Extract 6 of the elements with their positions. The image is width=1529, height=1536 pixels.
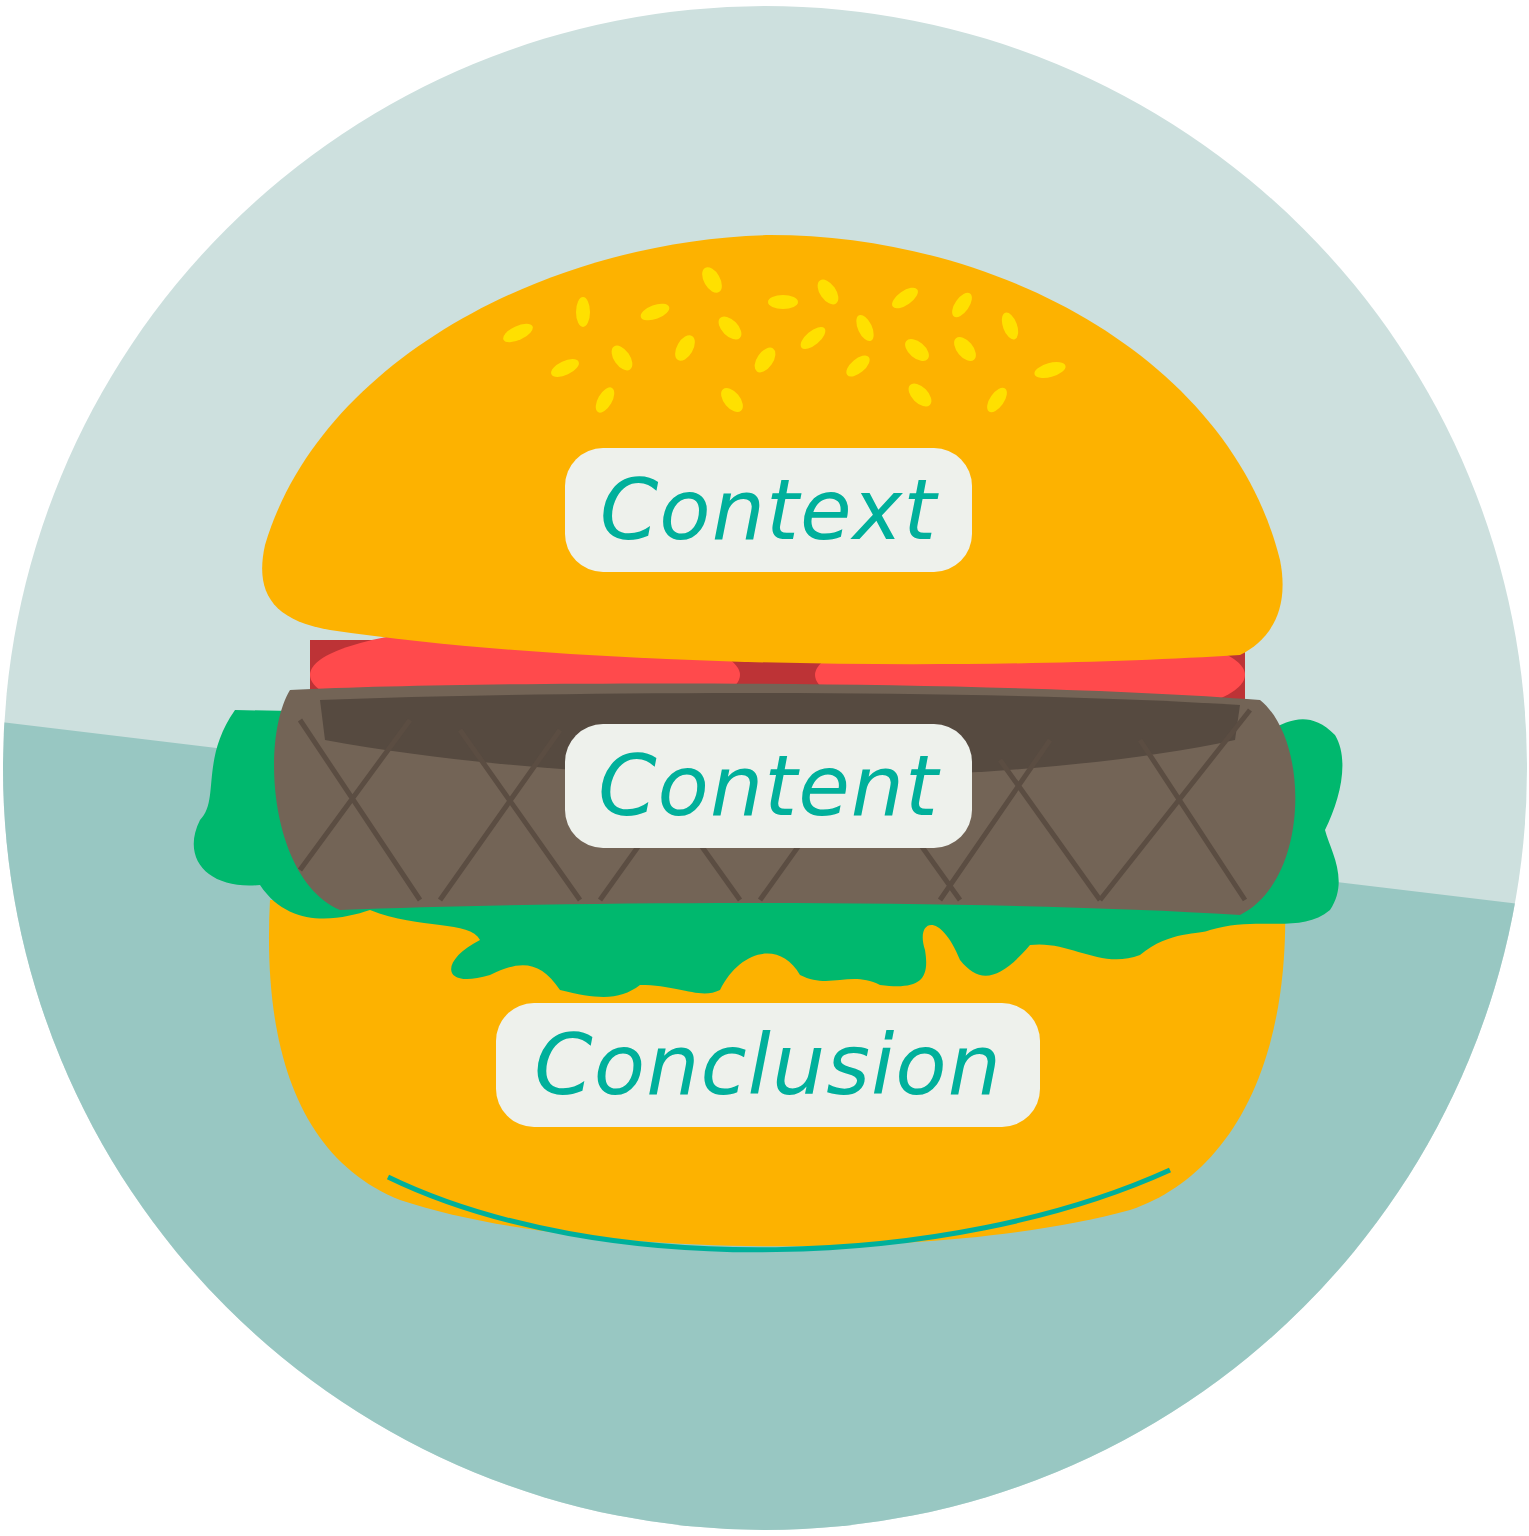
section-label: Content [597, 737, 940, 835]
label-box [565, 448, 972, 572]
label-box [496, 1003, 1040, 1127]
section-label: Conclusion [534, 1016, 1002, 1114]
label-box [565, 724, 972, 848]
section-label: Context [599, 461, 938, 559]
